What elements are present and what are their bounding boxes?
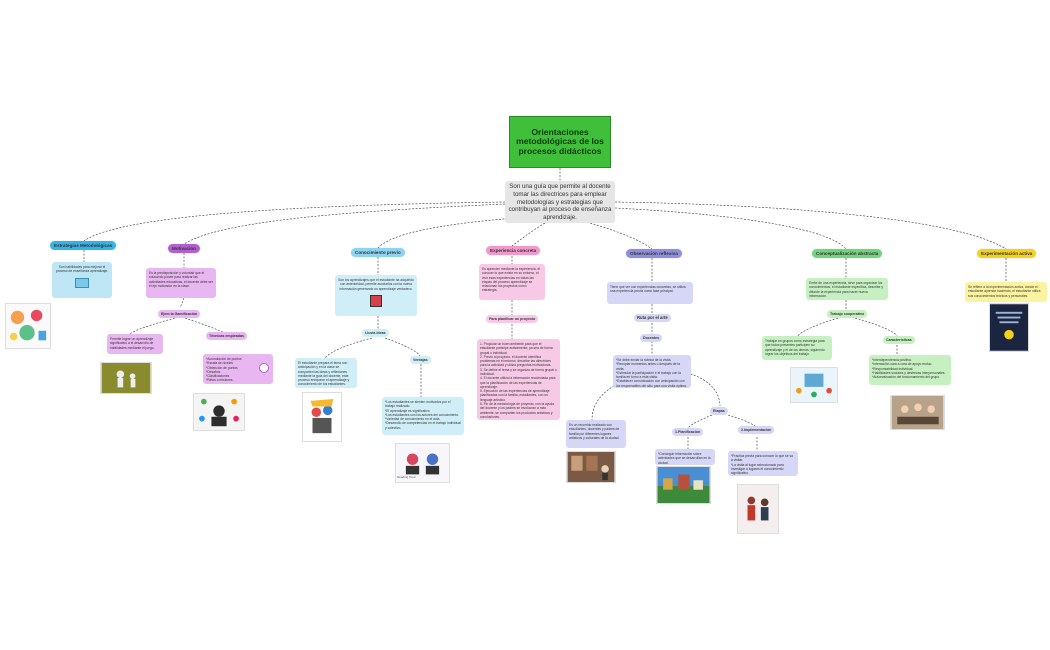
link-observacion [589,222,653,250]
tecnicas-text: *Acumulación de puntos *Escala de nivele… [203,354,273,384]
gamification-image [193,393,245,431]
conocimiento-text-content: Son los aprendizajes que el estudiante h… [338,278,414,291]
node-conceptualizacion[interactable]: Conceptualización abstracta [812,249,883,258]
map-title: Orientaciones metodológicas de los proce… [509,116,611,168]
proyecto-steps: 1. Propiciar un buen ambiente para que e… [477,339,560,420]
trabajo-cooperativo-text: Trabajar en grupos como estrategia para … [762,336,832,360]
sub-docentes[interactable]: Docentes [640,334,663,342]
node-conocimiento[interactable]: Conocimiento previo [351,248,405,257]
picture-icon [75,277,89,288]
planificacion-text: *Conseguir información sobre actividades… [655,449,715,465]
sub-tecnicas[interactable]: Técnicas empleadas [206,332,247,340]
book-icon [370,294,382,307]
sub-etapas[interactable]: Etapas [710,407,728,415]
chess-image [100,362,152,394]
node-motivacion[interactable]: Motivación [168,244,200,253]
link-conceptualizacion [614,207,847,250]
sub-ruta-arte[interactable]: Ruta por el arte [634,314,671,322]
implementacion-text: *Practica previa para conocer lo que se … [728,451,798,476]
sub-trabajo-cooperativo[interactable]: Trabajo cooperativo [827,310,868,318]
teamwork-image [790,367,838,403]
ventajas-text: *Los estudiantes se sienten motivados po… [382,397,464,435]
node-observacion[interactable]: Observación reflexiva [626,249,682,258]
reading-topic-caption: Reading Topic [397,475,416,479]
link-experiencia [511,222,546,247]
sub-caracteristicas[interactable]: Características [883,336,915,344]
link-experimentacion [614,201,1007,250]
presentation-image [737,484,779,534]
sub-lluvia-ideas[interactable]: Lluvia ideas [362,329,389,337]
experimentacion-text: Se refiere a la experimentación activa, … [965,282,1047,302]
experimentacion-image [989,303,1029,352]
observacion-text: Tiene que ver con experiencias concretas… [607,282,693,304]
lluvia-image [302,392,342,442]
experiencia-text: Es aprender mediante la experiencia, el … [479,264,545,300]
sub-planificar-proyecto[interactable]: Para planificar un proyecto [486,315,539,323]
museum-image [566,451,616,483]
gamificacion-text: Permite lograr un aprendizaje significat… [107,334,163,354]
city-image [656,466,711,504]
target-icon [259,363,269,373]
group-work-image [890,395,945,430]
conocimiento-text: Son los aprendizajes que el estudiante h… [335,275,417,316]
motivacion-text: Es la predisposición y voluntad que el e… [146,268,216,298]
ruta-recorrido-text: Es un recorrido realizado con estudiante… [566,420,626,448]
central-definition: Son una guía que permite al docente toma… [505,181,615,223]
estrategias-text-content: Son habilidades para mejorar el proceso … [55,265,109,274]
link-motivacion [183,203,506,245]
reading-topic-image [395,443,450,483]
sub-ejem-gamificacion[interactable]: Ejem la Gamificación [158,310,201,318]
node-estrategias[interactable]: Estrategias Metodológicas [50,241,117,250]
caracteristicas-text: *Interdependencia positiva. *Interacción… [869,355,951,385]
estrategias-image [5,303,51,349]
sub-implementacion[interactable]: 2.Implementación [738,426,775,434]
lluvia-text: El estudiante prepara el tema con antici… [295,358,357,388]
map-title-text: Orientaciones metodológicas de los proce… [516,126,604,156]
sub-ventajas[interactable]: Ventajas [410,356,431,364]
estrategias-text: Son habilidades para mejorar el proceso … [52,262,112,298]
link-estrategias [83,201,506,242]
link-conocimiento [377,217,516,249]
node-experiencia[interactable]: Experiencia concreta [486,246,541,255]
ruta-bullets: *Se debe enviar la rúbrica de la visita.… [613,355,691,388]
node-experimentacion[interactable]: Experimentación activa [977,249,1037,258]
conceptualizacion-text: Emite de una experiencia, sirve para org… [806,278,888,300]
sub-planificacion[interactable]: 1.Planificación [672,428,704,436]
